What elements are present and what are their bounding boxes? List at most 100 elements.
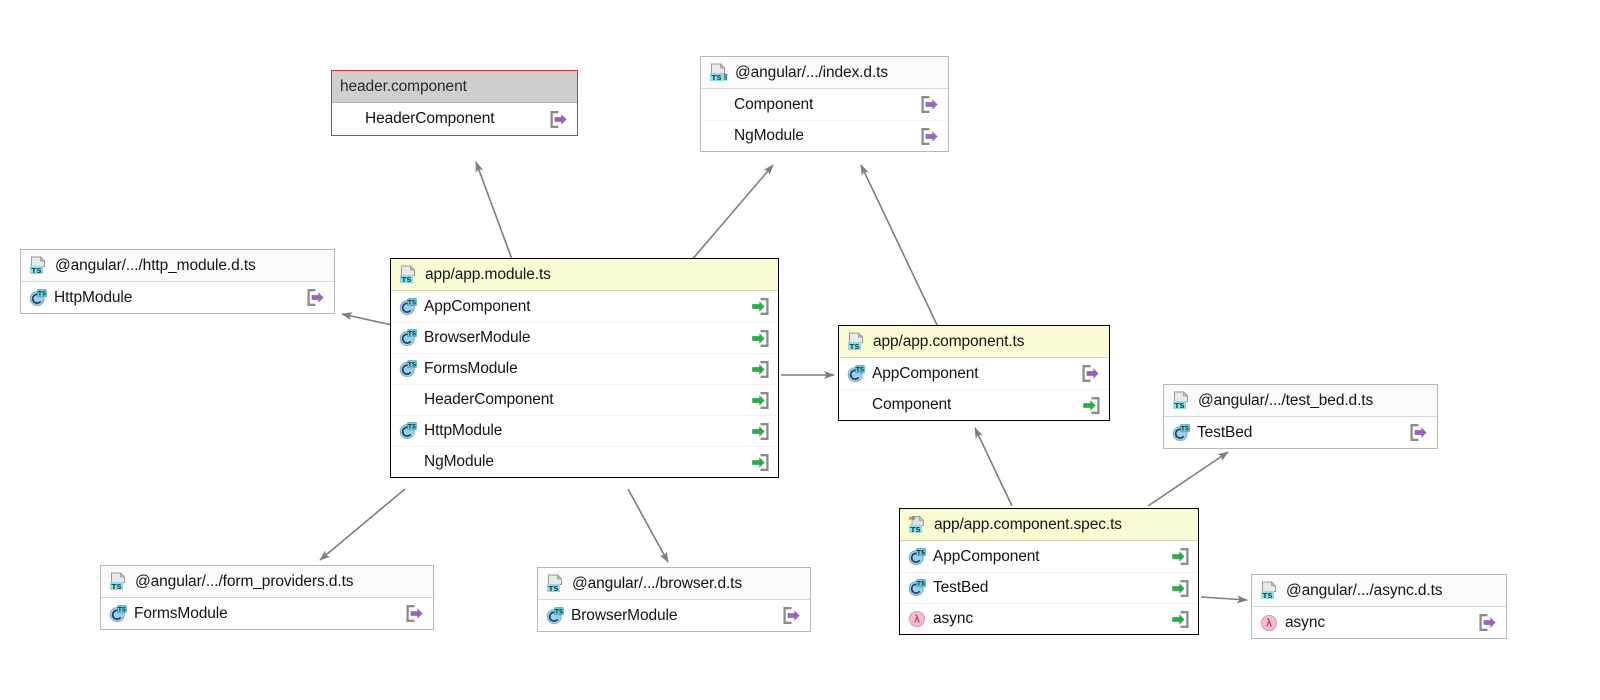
export-icon[interactable]: [921, 127, 939, 145]
export-icon[interactable]: [783, 607, 801, 624]
row-label: FormsModule: [134, 604, 228, 622]
row-label: TestBed: [933, 579, 989, 596]
row-label: BrowserModule: [571, 606, 678, 624]
import-icon[interactable]: [1171, 548, 1189, 565]
node-header-angular-form-providers[interactable]: TS@angular/.../form_providers.d.ts: [101, 566, 433, 598]
export-icon[interactable]: [1082, 365, 1100, 382]
import-icon[interactable]: [751, 329, 769, 347]
node-header-app-module[interactable]: TS app/app.module.ts: [391, 259, 778, 291]
svg-text:TS: TS: [1181, 426, 1189, 432]
ts-file-icon: TS: [29, 256, 48, 275]
class-ts-icon: TS: [1172, 423, 1190, 442]
row-label: HeaderComponent: [365, 110, 495, 127]
import-icon[interactable]: [751, 453, 769, 471]
node-row[interactable]: Component: [839, 389, 1109, 420]
node-header-angular-test-bed[interactable]: TS@angular/.../test_bed.d.ts: [1164, 385, 1437, 417]
node-row[interactable]: TS AppComponent: [900, 541, 1198, 572]
ts-file-icon: TS: [399, 265, 418, 284]
edge-app-component-to-angular-index: [860, 164, 939, 328]
node-title: app/app.component.ts: [873, 332, 1025, 350]
svg-text:TS: TS: [910, 525, 920, 534]
import-icon[interactable]: [1082, 396, 1100, 414]
class-ts-icon: TS: [908, 547, 926, 566]
import-icon[interactable]: [1171, 579, 1189, 597]
node-title: app/app.module.ts: [425, 265, 551, 283]
svg-text:TS: TS: [917, 550, 925, 556]
node-row[interactable]: TS FormsModule: [101, 598, 433, 629]
export-icon[interactable]: [1410, 424, 1428, 441]
row-label: HttpModule: [54, 288, 133, 306]
node-row[interactable]: HeaderComponent: [391, 384, 778, 415]
row-label: FormsModule: [424, 360, 518, 377]
node-header-angular-browser[interactable]: TS @angular/.../browser.d.ts: [538, 568, 810, 600]
svg-text:TS: TS: [408, 425, 416, 431]
class-ts-icon: TS: [399, 360, 417, 378]
node-title: @angular/.../async.d.ts: [1286, 581, 1443, 599]
export-icon[interactable]: [406, 605, 424, 622]
node-title: @angular/.../index.d.ts: [735, 63, 889, 81]
class-ts-icon: TS: [908, 579, 926, 597]
node-row[interactable]: TS TestBed: [1164, 417, 1437, 448]
row-label: AppComponent: [933, 547, 1040, 565]
node-header-angular-index[interactable]: TS@angular/.../index.d.ts: [701, 57, 948, 89]
node-header-angular-http-module[interactable]: TS @angular/.../http_module.d.ts: [21, 250, 334, 282]
svg-text:TS: TS: [118, 607, 126, 613]
svg-text:λ: λ: [1266, 617, 1272, 629]
row-label: Component: [734, 95, 814, 113]
edge-app-module-to-angular-http-module: [341, 312, 393, 326]
node-title: @angular/.../test_bed.d.ts: [1198, 391, 1374, 409]
edge-app-module-to-header-component: [475, 161, 514, 263]
node-title: @angular/.../form_providers.d.ts: [135, 572, 354, 590]
node-title: @angular/.../browser.d.ts: [572, 574, 743, 592]
import-icon[interactable]: [751, 298, 769, 315]
svg-text:TS: TS: [408, 363, 416, 369]
node-row[interactable]: HeaderComponent: [332, 103, 577, 135]
node-row[interactable]: TS FormsModule: [391, 353, 778, 384]
node-row[interactable]: Component: [701, 89, 948, 120]
row-label: TestBed: [1197, 423, 1253, 441]
svg-text:TS: TS: [548, 584, 558, 593]
node-header-angular-async[interactable]: TS @angular/.../async.d.ts: [1252, 575, 1506, 607]
svg-text:TS: TS: [408, 332, 416, 338]
function-icon: λ: [908, 610, 926, 628]
svg-text:TS: TS: [1262, 591, 1272, 600]
export-icon[interactable]: [1479, 614, 1497, 631]
import-icon[interactable]: [751, 422, 769, 440]
export-icon[interactable]: [550, 110, 568, 128]
node-row[interactable]: NgModule: [391, 446, 778, 477]
node-row[interactable]: NgModule: [701, 120, 948, 151]
export-icon[interactable]: [921, 96, 939, 113]
node-title: @angular/.../http_module.d.ts: [55, 256, 256, 274]
svg-text:λ: λ: [914, 614, 920, 626]
import-icon[interactable]: [751, 391, 769, 409]
svg-text:TS: TS: [856, 367, 864, 373]
node-header-header-component[interactable]: header.component: [332, 71, 577, 103]
import-icon[interactable]: [751, 360, 769, 378]
svg-text:TS: TS: [917, 582, 925, 588]
export-icon[interactable]: [307, 289, 325, 306]
node-row[interactable]: TS TestBed: [900, 572, 1198, 603]
import-icon[interactable]: [1171, 610, 1189, 628]
edge-app-component-spec-to-app-component: [974, 427, 1013, 507]
